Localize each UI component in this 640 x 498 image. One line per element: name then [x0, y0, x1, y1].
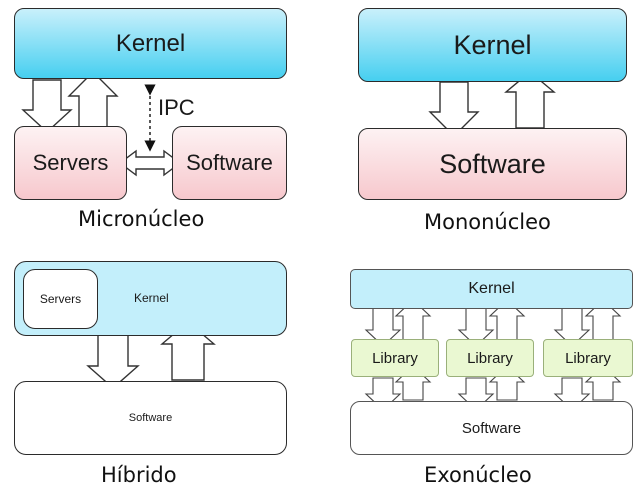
- up-arrow: [504, 71, 556, 129]
- library-box: Library: [351, 339, 439, 377]
- library-box: Library: [543, 339, 633, 377]
- caption-hibrido: Híbrido: [101, 463, 177, 487]
- software-label: Software: [439, 148, 546, 179]
- caption-exonucleo: Exonúcleo: [424, 463, 532, 487]
- kernel-label: Kernel: [115, 29, 186, 57]
- kernel-box: Kernel: [358, 8, 627, 82]
- software-label: Software: [186, 150, 273, 175]
- software-label: Software: [461, 419, 522, 437]
- kernel-box: Kernel: [14, 8, 287, 79]
- double-arrow: [118, 149, 182, 177]
- kernel-label: Kernel: [134, 291, 169, 305]
- up-arrow: [67, 71, 119, 131]
- down-arrow: [553, 307, 591, 347]
- servers-label: Servers: [32, 150, 109, 175]
- down-arrow: [86, 333, 140, 389]
- software-box: Software: [358, 128, 627, 200]
- servers-box: Servers: [14, 126, 127, 200]
- software-label: Software: [128, 412, 173, 424]
- library-box: Library: [446, 339, 534, 377]
- library-label: Library: [467, 349, 513, 367]
- library-label: Library: [372, 349, 418, 367]
- kernel-box: Kernel: [350, 269, 633, 309]
- library-label: Library: [565, 349, 611, 367]
- caption-micronucleo: Micronúcleo: [78, 207, 205, 231]
- down-arrow: [364, 307, 402, 347]
- kernel-label: Kernel: [453, 29, 532, 60]
- servers-label: Servers: [39, 292, 82, 306]
- software-box: Software: [350, 401, 633, 455]
- software-box: Software: [14, 381, 287, 455]
- software-box: Software: [172, 126, 287, 200]
- down-arrow: [428, 81, 480, 137]
- caption-mononucleo: Mononúcleo: [424, 210, 551, 234]
- ipc-label: IPC: [158, 95, 195, 120]
- servers-box: Servers: [23, 269, 98, 329]
- kernel-label: Kernel: [468, 280, 515, 297]
- down-arrow: [457, 307, 495, 347]
- down-arrow: [21, 79, 73, 133]
